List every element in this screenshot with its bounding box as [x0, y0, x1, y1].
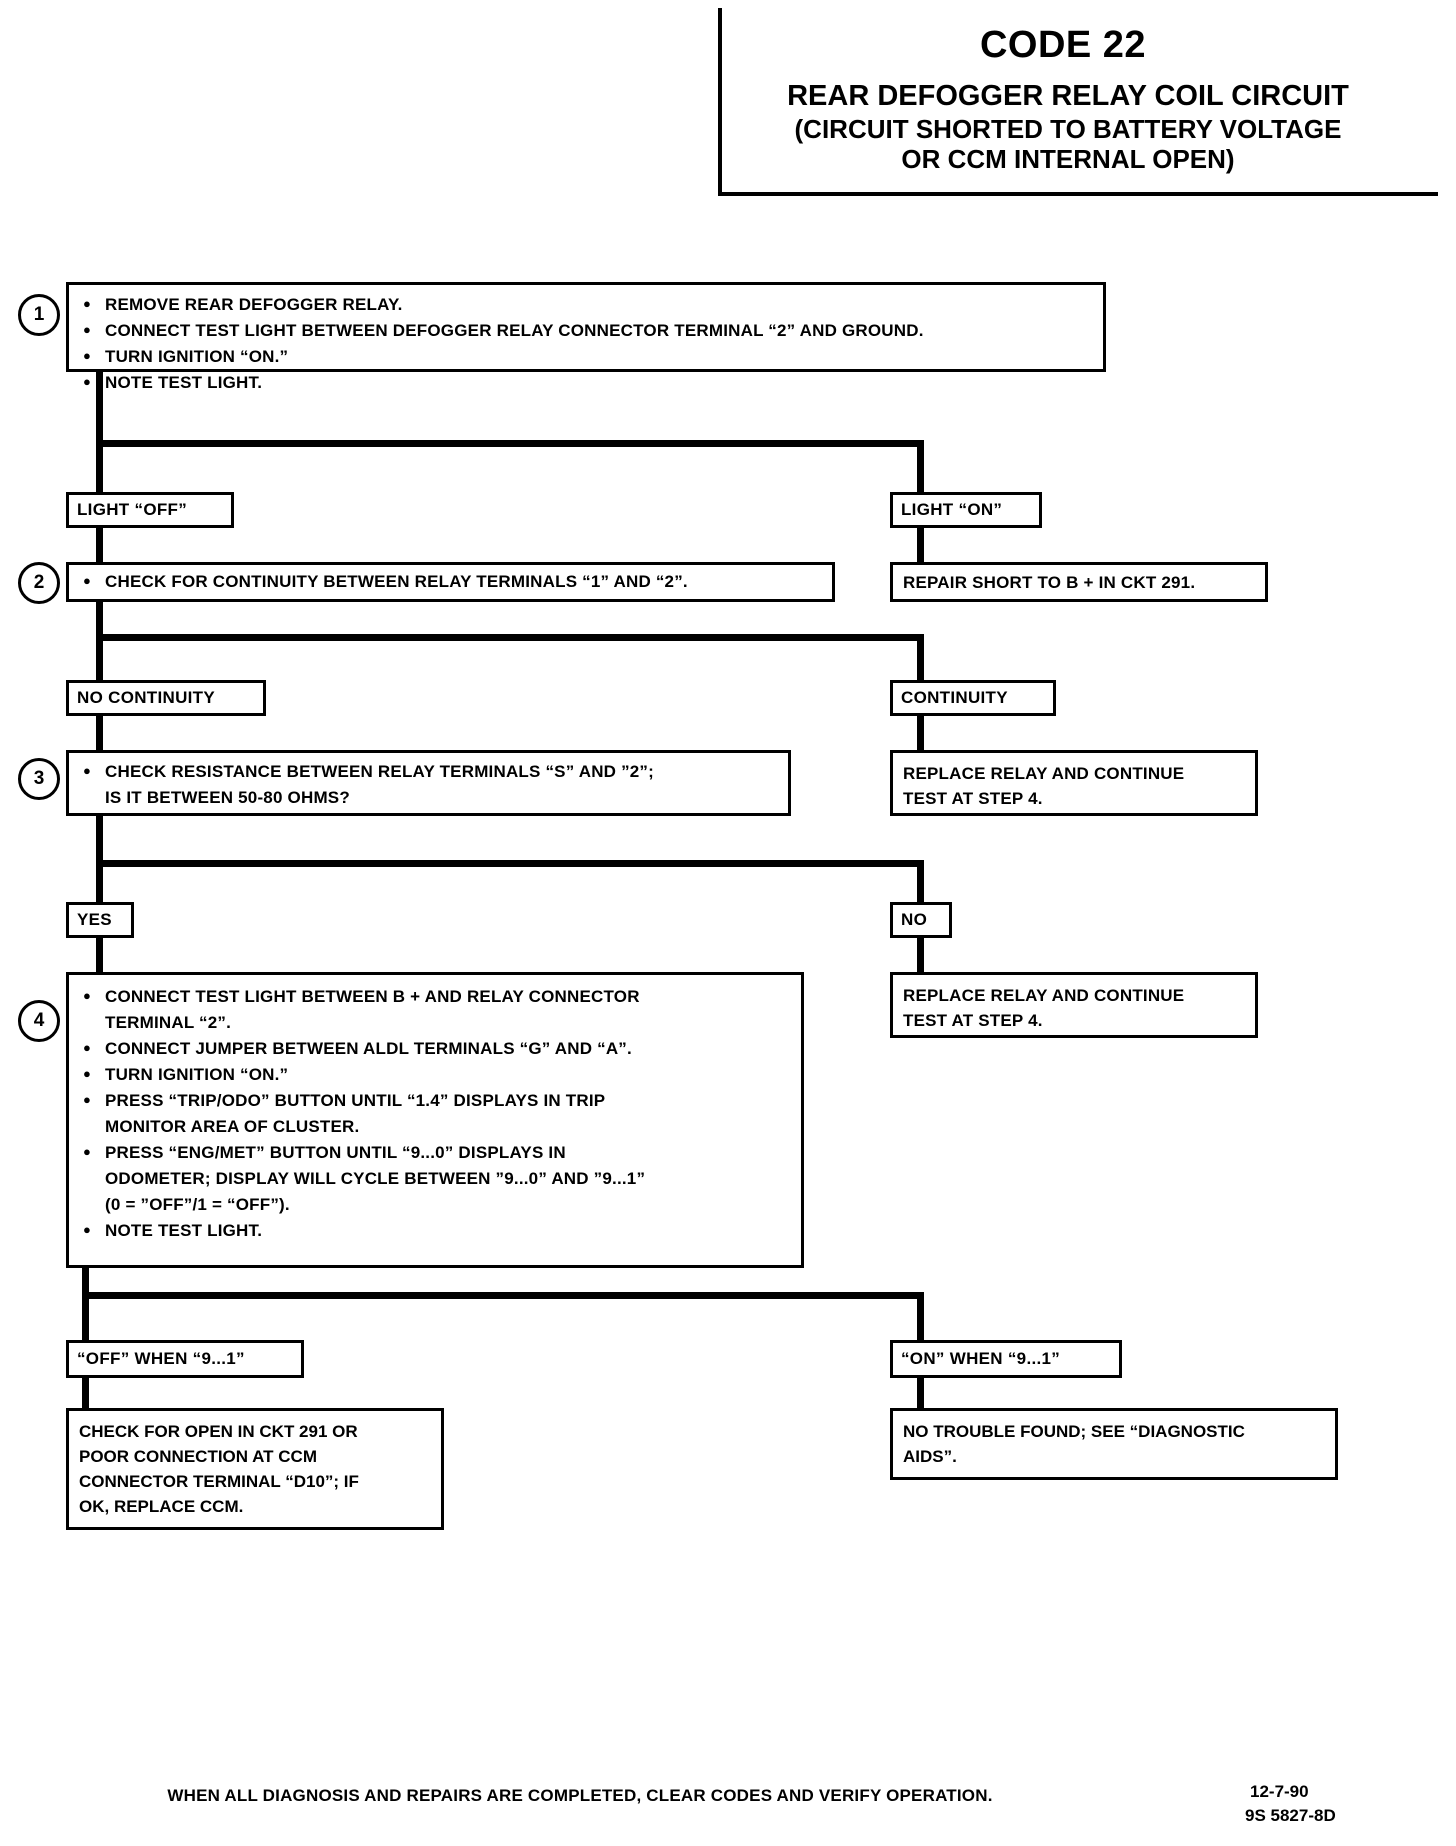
footer-note: WHEN ALL DIAGNOSIS AND REPAIRS ARE COMPL… [167, 1786, 993, 1805]
connector-yes-down [96, 938, 103, 972]
subtitle-line-2-text: (CIRCUIT SHORTED TO BATTERY VOLTAGE [794, 114, 1342, 144]
step-4-bullet-3: TURN IGNITION “ON.” [75, 1062, 795, 1087]
connector-step2-right-down [917, 634, 924, 680]
branch-label-light-off: LIGHT “OFF” [66, 492, 234, 528]
connector-step4-right-down [917, 1292, 924, 1340]
connector-step3-right-down [917, 860, 924, 902]
step-1-bullet-3: TURN IGNITION “ON.” [75, 344, 1097, 369]
branch-label-on-when: “ON” WHEN “9...1” [890, 1340, 1122, 1378]
no-trouble-found-box: NO TROUBLE FOUND; SEE “DIAGNOSTIC AIDS”. [890, 1408, 1338, 1480]
step-1-bullet-1: REMOVE REAR DEFOGGER RELAY. [75, 292, 1097, 317]
branch-label-no: NO [890, 902, 952, 938]
no-trouble-line-2: AIDS”. [903, 1447, 957, 1466]
step-1-box: REMOVE REAR DEFOGGER RELAY. CONNECT TEST… [66, 282, 1106, 394]
no-trouble-line-1: NO TROUBLE FOUND; SEE “DIAGNOSTIC [903, 1422, 1245, 1441]
connector-step2-left-down [96, 634, 103, 680]
step-4-bullet-5-cont-2: (0 = ”OFF”/1 = “OFF”). [105, 1195, 290, 1214]
connector-nocontinuity-down [96, 716, 103, 750]
branch-label-yes: YES [66, 902, 134, 938]
step-1-bullet-4: NOTE TEST LIGHT. [75, 370, 1097, 395]
step-4-bullet-2: CONNECT JUMPER BETWEEN ALDL TERMINALS “G… [75, 1036, 795, 1061]
check-open-line-1: CHECK FOR OPEN IN CKT 291 OR [79, 1422, 358, 1441]
connector-step1-left-down [96, 440, 103, 492]
check-open-line-4: OK, REPLACE CCM. [79, 1497, 244, 1516]
step-4-bullet-1: CONNECT TEST LIGHT BETWEEN B + AND RELAY… [75, 984, 795, 1009]
header-vertical-rule [718, 8, 722, 196]
step-4-bullet-1-cont: TERMINAL “2”. [105, 1013, 232, 1032]
header-horizontal-rule [718, 192, 1438, 196]
replace-relay-2-line-2: TEST AT STEP 4. [903, 1011, 1043, 1030]
connector-step3-branch [96, 860, 924, 867]
step-4-bullet-4: PRESS “TRIP/ODO” BUTTON UNTIL “1.4” DISP… [75, 1088, 795, 1113]
check-open-line-3: CONNECTOR TERMINAL “D10”; IF [79, 1472, 359, 1491]
check-open-line-2: POOR CONNECTION AT CCM [79, 1447, 317, 1466]
connector-step2-down [96, 602, 103, 634]
step-number-4: 4 [18, 1000, 60, 1042]
branch-label-light-on: LIGHT “ON” [890, 492, 1042, 528]
step-3-bullet-1-cont: IS IT BETWEEN 50-80 OHMS? [105, 788, 350, 807]
footer-document-number: 9S 5827-8D [1245, 1806, 1336, 1825]
check-open-box: CHECK FOR OPEN IN CKT 291 OR POOR CONNEC… [66, 1408, 444, 1530]
connector-step3-left-down [96, 860, 103, 902]
connector-step1-right-down [917, 440, 924, 492]
replace-relay-box-2: REPLACE RELAY AND CONTINUE TEST AT STEP … [890, 972, 1258, 1038]
subtitle-line-1: REAR DEFOGGER RELAY COIL CIRCUIT [787, 80, 1349, 112]
connector-continuity-down [917, 716, 924, 750]
repair-short-text: REPAIR SHORT TO B + IN CKT 291. [903, 573, 1196, 592]
repair-short-box: REPAIR SHORT TO B + IN CKT 291. [890, 562, 1268, 602]
connector-no-down [917, 938, 924, 972]
step-4-bullet-5-cont-1: ODOMETER; DISPLAY WILL CYCLE BETWEEN ”9.… [105, 1169, 646, 1188]
step-4-bullet-6: NOTE TEST LIGHT. [75, 1218, 795, 1243]
replace-relay-box-1: REPLACE RELAY AND CONTINUE TEST AT STEP … [890, 750, 1258, 816]
connector-step1-branch [96, 440, 924, 447]
subtitle-line-2: (CIRCUIT SHORTED TO BATTERY VOLTAGE OR C… [718, 114, 1418, 174]
subtitle-line-3-text: OR CCM INTERNAL OPEN) [901, 144, 1235, 174]
step-2-box: CHECK FOR CONTINUITY BETWEEN RELAY TERMI… [66, 562, 835, 602]
page-title: CODE 22 [979, 24, 1147, 66]
connector-lighton-down [917, 528, 924, 562]
step-1-bullet-2: CONNECT TEST LIGHT BETWEEN DEFOGGER RELA… [75, 318, 1097, 343]
step-number-2: 2 [18, 562, 60, 604]
step-2-bullet-1: CHECK FOR CONTINUITY BETWEEN RELAY TERMI… [75, 569, 826, 594]
step-3-box: CHECK RESISTANCE BETWEEN RELAY TERMINALS… [66, 750, 791, 816]
step-3-bullet-1: CHECK RESISTANCE BETWEEN RELAY TERMINALS… [75, 759, 782, 784]
replace-relay-1-line-1: REPLACE RELAY AND CONTINUE [903, 764, 1185, 783]
step-number-1: 1 [18, 294, 60, 336]
replace-relay-1-line-2: TEST AT STEP 4. [903, 789, 1043, 808]
connector-step2-branch [96, 634, 924, 641]
replace-relay-2-line-1: REPLACE RELAY AND CONTINUE [903, 986, 1185, 1005]
step-4-bullet-5: PRESS “ENG/MET” BUTTON UNTIL “9...0” DIS… [75, 1140, 795, 1165]
connector-step4-down [82, 1268, 89, 1292]
footer-date: 12-7-90 [1250, 1782, 1309, 1801]
step-4-box: CONNECT TEST LIGHT BETWEEN B + AND RELAY… [66, 972, 804, 1268]
step-4-bullet-4-cont: MONITOR AREA OF CLUSTER. [105, 1117, 360, 1136]
branch-label-no-continuity: NO CONTINUITY [66, 680, 266, 716]
branch-label-continuity: CONTINUITY [890, 680, 1056, 716]
connector-step1-down [96, 372, 103, 440]
connector-lightoff-down [96, 528, 103, 562]
connector-onwhen-down [917, 1378, 924, 1408]
connector-step3-down [96, 816, 103, 860]
connector-step4-branch [82, 1292, 924, 1299]
branch-label-off-when: “OFF” WHEN “9...1” [66, 1340, 304, 1378]
step-number-3: 3 [18, 758, 60, 800]
connector-offwhen-down [82, 1378, 89, 1408]
connector-step4-left-down [82, 1292, 89, 1340]
